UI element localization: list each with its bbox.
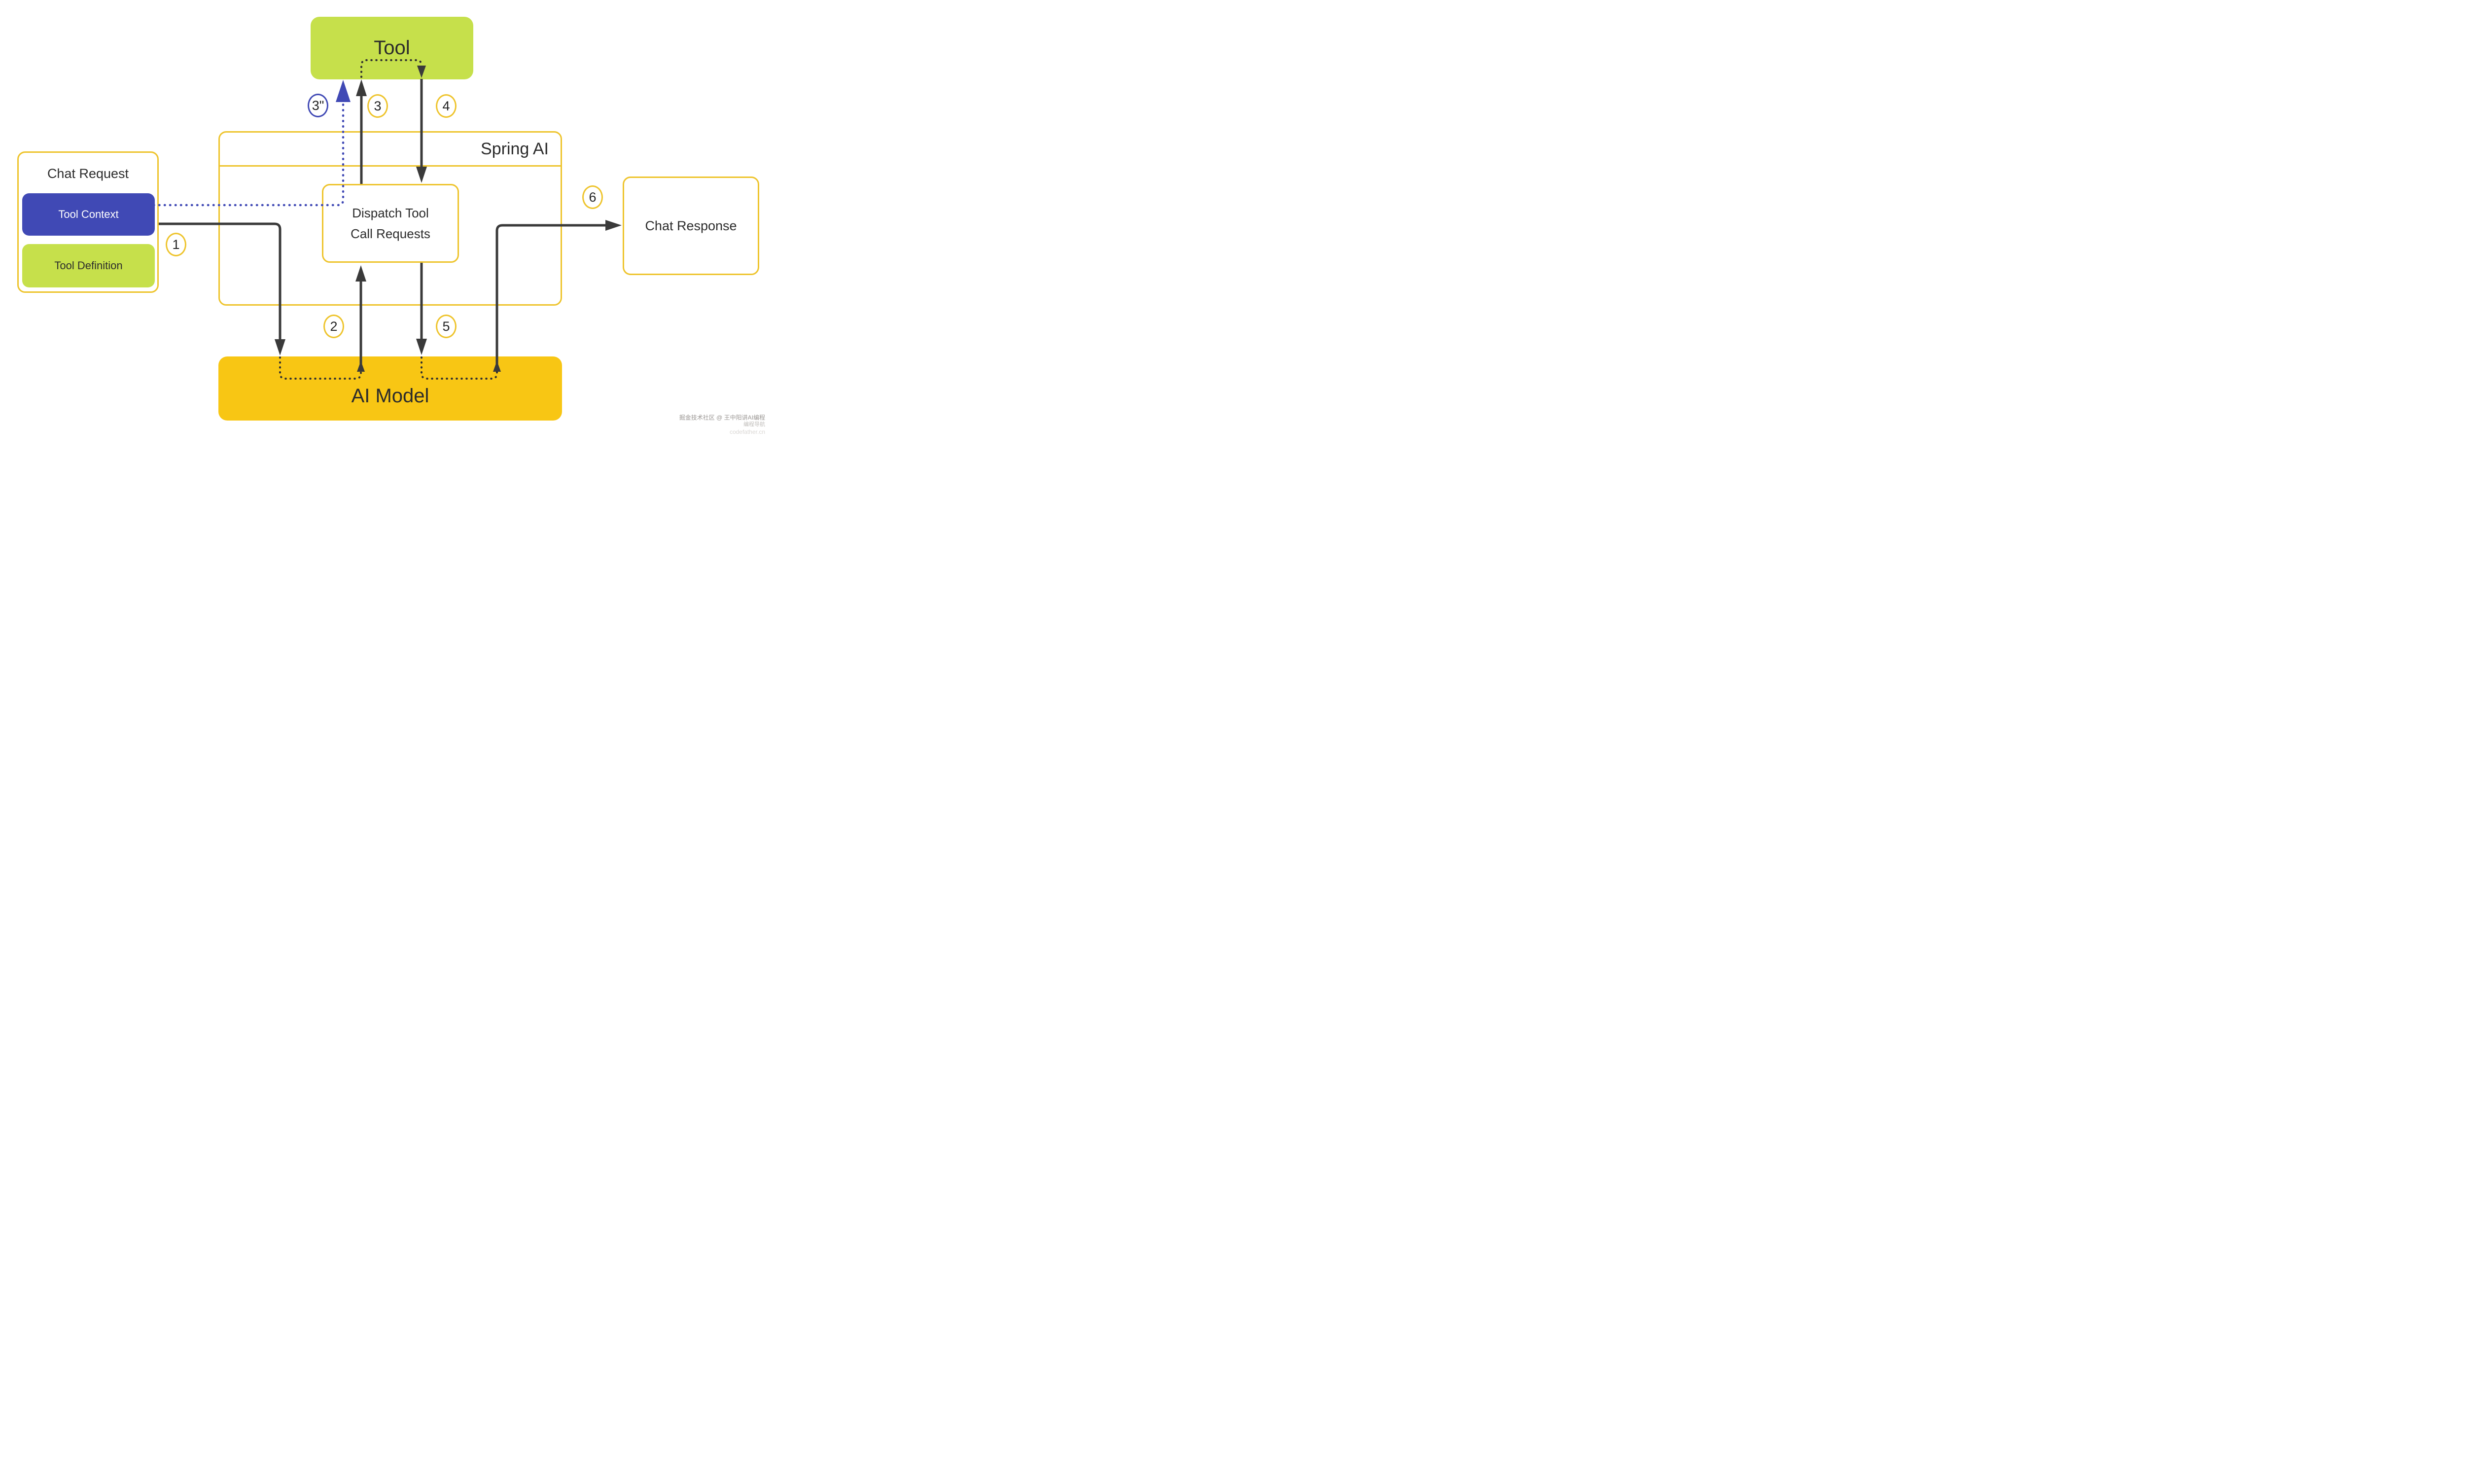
badge-step-3-prime: 3" [308,94,328,117]
watermark-line-3: codefather.cn [729,428,765,435]
watermark: 掘金技术社区 @ 王中阳讲AI编程 编程导航 codefather.cn [679,414,765,436]
tool-box: Tool [311,17,473,79]
ai-model-label: AI Model [351,385,429,407]
chat-request-title: Chat Request [47,166,129,181]
chat-response-label: Chat Response [645,218,737,233]
tool-context-label: Tool Context [58,208,119,220]
ai-loop-right-arrowhead [493,361,501,372]
ai-model-loop-right [421,356,498,380]
badge-step-1: 1 [166,233,186,256]
spring-ai-title: Spring AI [481,139,549,158]
ai-model-loop-left [279,356,362,380]
tool-definition-label: Tool Definition [54,259,123,272]
tool-context-arrowhead [336,80,351,102]
arrow-1-head [275,339,285,355]
badge-step-3: 3 [367,94,388,118]
spring-ai-header: Spring AI [220,133,561,167]
ai-model-box: AI Model [218,356,562,421]
watermark-line-2: 编程导航 [743,422,765,428]
arrow-6-head [605,220,622,231]
tool-context-chip: Tool Context [22,193,155,236]
tool-context-dotted-line [152,100,345,207]
tool-definition-chip: Tool Definition [22,244,155,287]
tool-box-label: Tool [374,37,410,59]
dispatch-label-line-1: Dispatch Tool [352,205,429,220]
dispatch-box: Dispatch Tool Call Requests [322,184,459,263]
watermark-line-1: 掘金技术社区 @ 王中阳讲AI编程 [679,414,765,422]
arrow-6-line [495,224,605,370]
chat-response-box: Chat Response [623,177,759,275]
arrow-5-head [416,339,427,355]
badge-step-6: 6 [582,185,603,209]
arrow-3-head [356,79,367,96]
badge-step-5: 5 [436,315,457,338]
arrow-4-head [416,167,427,183]
spring-ai-container: Spring AI [218,131,562,306]
flow-arrows-overlay [152,59,622,380]
ai-loop-left-arrowhead [357,361,365,372]
chat-request-box: Chat Request Tool Context Tool Definitio… [17,151,159,293]
arrow-2-head [355,265,366,282]
dispatch-label-line-2: Call Requests [351,226,430,241]
diagram-canvas: Tool Spring AI Dispatch Tool Call Reques… [0,0,773,438]
tool-internal-return-loop [360,59,423,78]
arrow-1-line [159,222,282,340]
badge-step-2: 2 [323,315,344,338]
tool-loop-arrowhead [417,66,426,78]
badge-step-4: 4 [436,94,457,118]
